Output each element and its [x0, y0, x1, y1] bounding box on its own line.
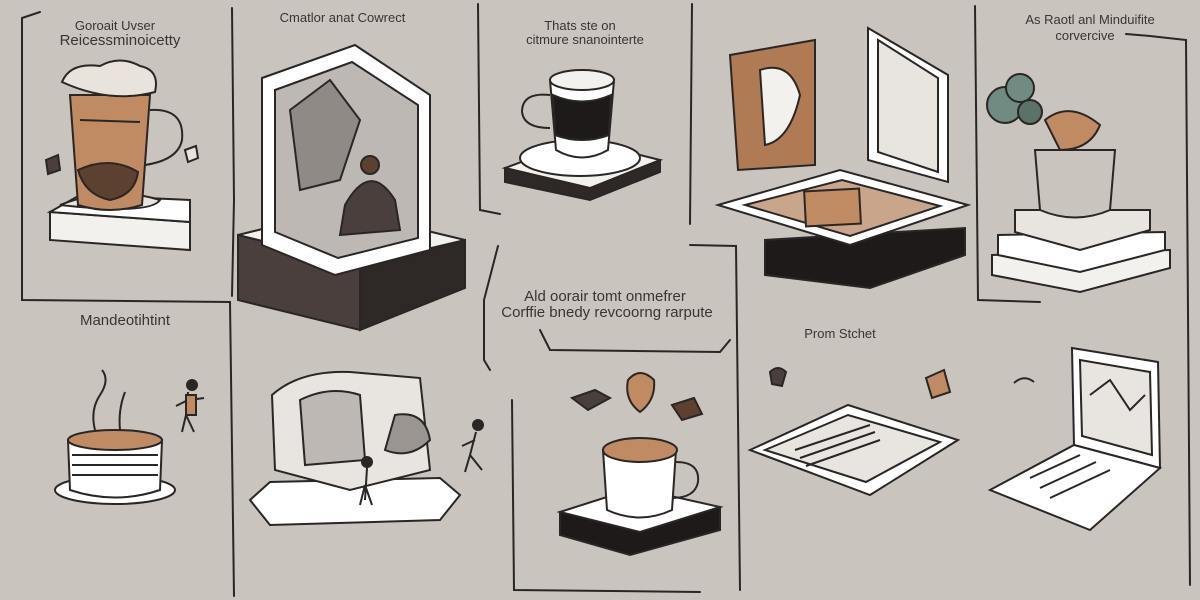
panel-6-caption-line-1: Mandeotihtint: [79, 312, 171, 329]
tablet-on-base-icon: [714, 26, 972, 290]
tablet-icon: [747, 367, 961, 497]
panel-8-caption-line-2: Corffie bnedy revcoorng rarpute: [501, 304, 713, 321]
stacked-books-plant-icon: [986, 73, 1171, 294]
coffee-mug-icon: [44, 59, 200, 252]
framed-person-icon: [237, 43, 466, 332]
panel-3-caption-line-2: citmure snanointerte: [526, 32, 644, 47]
panel-1-caption-line-2: Reicessminoicetty: [59, 32, 181, 49]
espresso-cup-icon: [556, 372, 724, 557]
panel-8-caption-line-1: Ald oorair tomt onmefrer: [524, 288, 686, 305]
panel-3-caption-line-1: Thats ste on: [544, 18, 616, 33]
panel-2-caption-line-1: Cmatlor anat Cowrect: [279, 10, 406, 25]
paper-sculpture-icon: [248, 370, 484, 527]
person-figure-icon: [175, 379, 205, 433]
coffee-cup-icon: [501, 69, 664, 202]
panel-9-caption-line-1: Prom Stchet: [804, 326, 876, 341]
panel-dividers: [21, 3, 1191, 597]
panel-5-caption-line-1: As Raotl anl Minduifite: [1025, 12, 1155, 27]
steaming-cup-icon: [54, 369, 176, 505]
panel-1-caption-line-1: Goroait Uvser: [74, 18, 156, 33]
panel-5-caption-line-2: corvercive: [1055, 28, 1115, 43]
laptop-icon: [987, 346, 1163, 532]
